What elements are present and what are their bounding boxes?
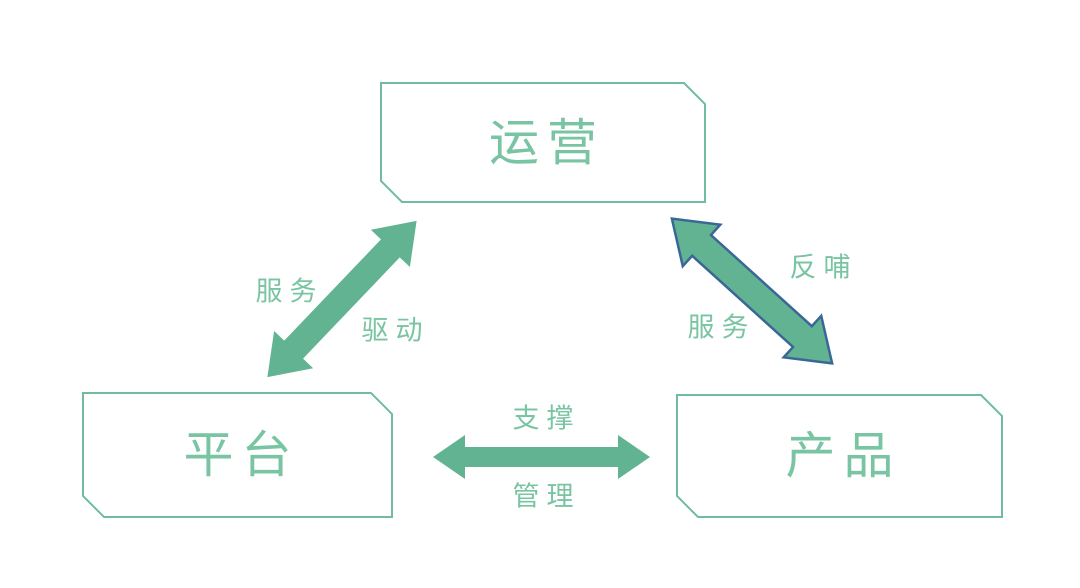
node-platform-label: 平台 bbox=[183, 426, 300, 484]
edge-label-platform-operations-lower: 驱动 bbox=[361, 315, 430, 347]
edge-label-platform-operations-upper: 服务 bbox=[255, 276, 324, 308]
node-product-outline bbox=[676, 394, 1003, 518]
double-arrow-platform-product-icon bbox=[433, 435, 650, 479]
double-arrow-operations-product-icon bbox=[670, 217, 834, 365]
double-arrow-platform-operations-icon bbox=[267, 220, 417, 378]
edge-label-operations-product-lower: 服务 bbox=[687, 312, 756, 344]
node-product-label: 产品 bbox=[785, 427, 902, 485]
node-platform: 平台 bbox=[82, 392, 393, 518]
edge-label-platform-product-upper: 支撑 bbox=[512, 403, 581, 435]
edge-label-platform-product-lower: 管理 bbox=[512, 481, 581, 513]
node-operations-label: 运营 bbox=[489, 113, 605, 172]
node-product: 产品 bbox=[676, 394, 1003, 518]
node-operations: 运营 bbox=[380, 82, 706, 203]
node-operations-outline bbox=[380, 82, 706, 203]
edge-label-operations-product-upper: 反哺 bbox=[789, 252, 858, 284]
node-platform-outline bbox=[82, 392, 393, 518]
